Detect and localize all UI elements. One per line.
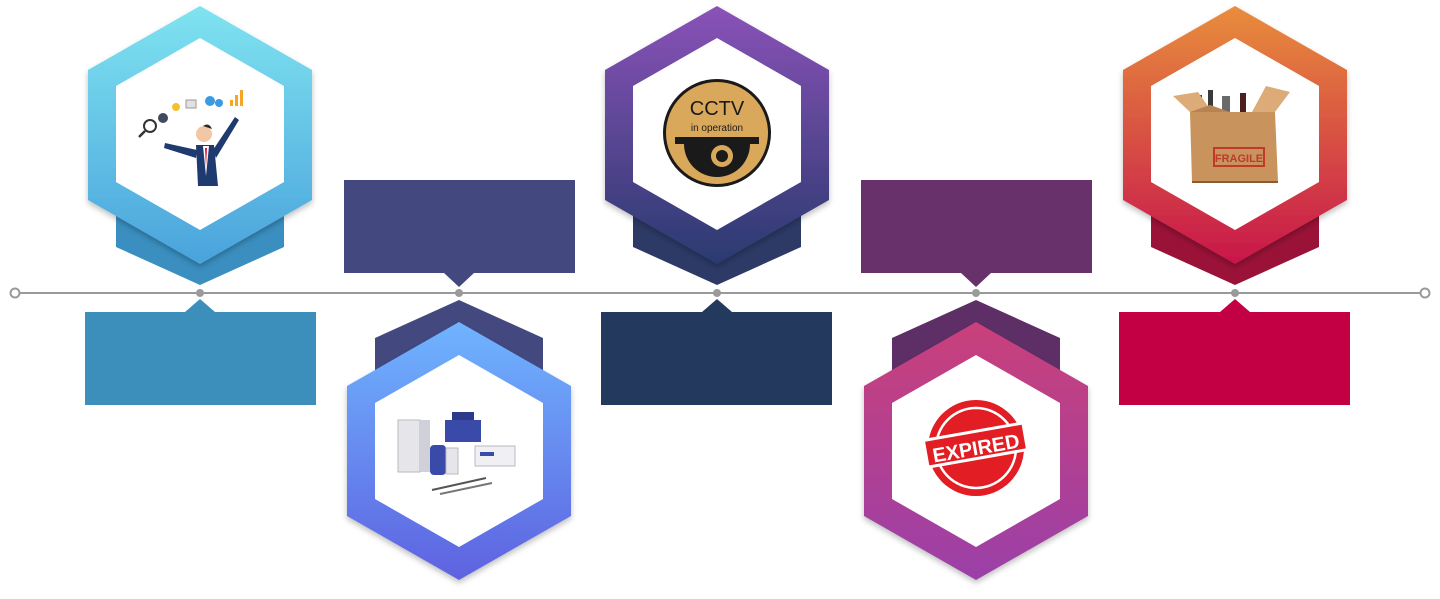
cctv-label: CCTV (690, 98, 745, 120)
step-2-hex-inner (375, 355, 543, 547)
business-analyst-icon (138, 90, 243, 186)
step-2-text-box (344, 180, 575, 273)
pharmacy-supplies-icon (397, 412, 516, 495)
expired-stamp-icon: EXPIRED (921, 400, 1030, 496)
step-4-text-box (861, 180, 1092, 273)
step-4-box-pointer (961, 273, 991, 287)
fragile-box-icon: FRAGILE (1173, 86, 1290, 183)
timeline-step-1 (85, 6, 316, 405)
step-3-text-box (601, 312, 832, 405)
timeline-step-4: EXPIRED (861, 180, 1092, 580)
timeline-step-3: CCTV in operation (601, 6, 832, 405)
step-1-text-box (85, 312, 316, 405)
step-1-axis-dot (196, 289, 204, 297)
step-5-box-pointer (1220, 299, 1250, 312)
cctv-sub-label: in operation (691, 123, 743, 134)
timeline-end-cap (1419, 287, 1431, 299)
step-1-box-pointer (185, 299, 215, 312)
timeline-start-cap (9, 287, 21, 299)
step-5-text-box (1119, 312, 1350, 405)
step-3-box-pointer (702, 299, 732, 312)
cctv-sign-icon: CCTV in operation (663, 79, 771, 187)
fragile-label: FRAGILE (1215, 153, 1263, 165)
step-3-axis-dot (713, 289, 721, 297)
timeline-step-2 (344, 180, 575, 580)
step-4-axis-dot (972, 289, 980, 297)
step-5-axis-dot (1231, 289, 1239, 297)
step-2-box-pointer (444, 273, 474, 287)
timeline-step-5: FRAGILE (1119, 6, 1350, 405)
step-2-axis-dot (455, 289, 463, 297)
